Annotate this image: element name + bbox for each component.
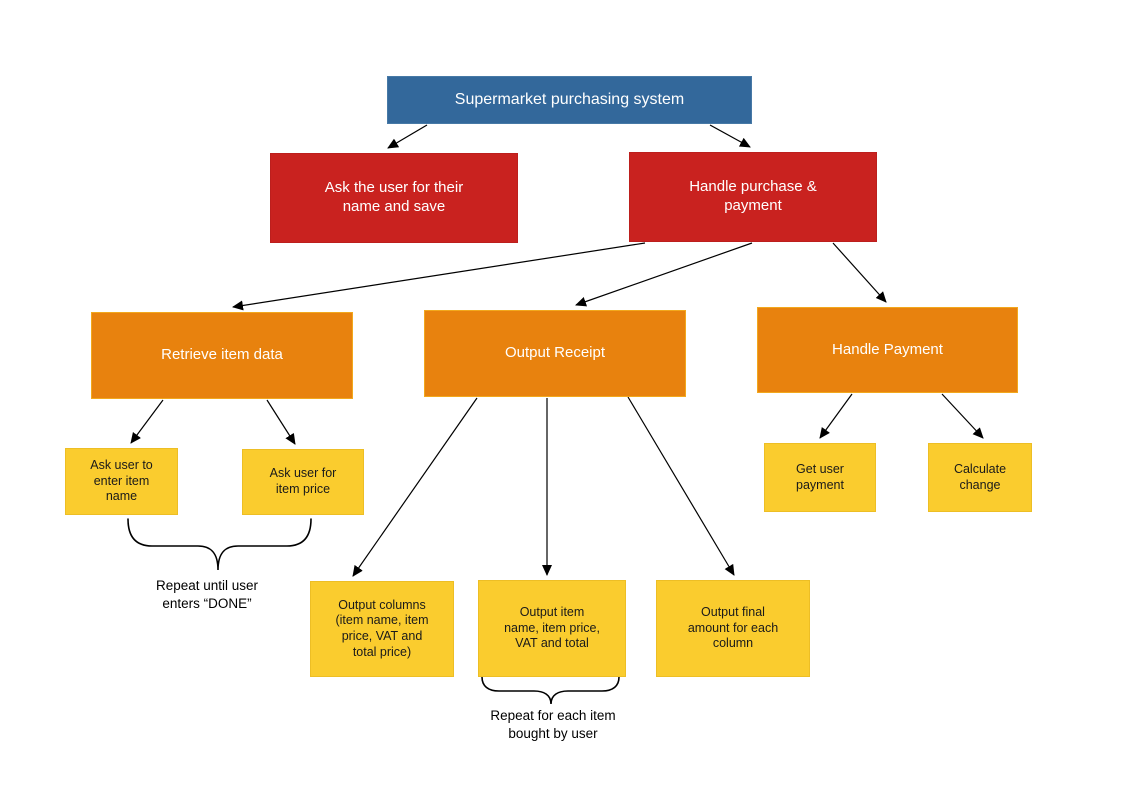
node-get-user-payment[interactable]: Get user payment bbox=[764, 443, 876, 512]
node-label: Get user payment bbox=[796, 461, 844, 492]
arrow-receipt-to-final bbox=[627, 396, 735, 576]
node-label: Output Receipt bbox=[504, 344, 606, 362]
arrow-payment-to-get bbox=[819, 393, 853, 439]
node-label: Ask user to enter item name bbox=[90, 458, 153, 504]
node-label: Output final amount for each column bbox=[687, 605, 779, 651]
node-output-receipt[interactable]: Output Receipt bbox=[424, 310, 686, 397]
node-handle-payment[interactable]: Handle Payment bbox=[757, 307, 1018, 393]
node-label: Calculate change bbox=[953, 461, 1007, 492]
node-handle-purchase-payment[interactable]: Handle purchase & payment bbox=[629, 152, 877, 242]
node-label: Handle Payment bbox=[832, 340, 943, 358]
node-ask-user-name[interactable]: Ask the user for their name and save bbox=[270, 153, 518, 243]
arrow-receipt-to-columns bbox=[352, 397, 478, 577]
annotation-repeat-until-done: Repeat until user enters “DONE” bbox=[155, 578, 259, 611]
node-output-columns[interactable]: Output columns (item name, item price, V… bbox=[310, 581, 454, 677]
node-label: Output item name, item price, VAT and to… bbox=[504, 605, 600, 651]
node-ask-item-price[interactable]: Ask user for item price bbox=[242, 449, 364, 515]
brace-repeat-done bbox=[127, 518, 312, 571]
arrow-root-to-ask-name bbox=[387, 124, 428, 149]
arrow-retrieve-to-item-price bbox=[266, 399, 296, 445]
arrow-purchase-to-receipt bbox=[575, 242, 753, 307]
node-label: Handle purchase & payment bbox=[689, 178, 817, 214]
node-supermarket-purchasing-system[interactable]: Supermarket purchasing system bbox=[387, 76, 752, 124]
node-retrieve-item-data[interactable]: Retrieve item data bbox=[91, 312, 353, 399]
node-calculate-change[interactable]: Calculate change bbox=[928, 443, 1032, 512]
arrow-root-to-handle-purchase bbox=[709, 124, 751, 148]
node-label: Ask user for item price bbox=[269, 466, 337, 496]
annotation-repeat-each-item: Repeat for each item bought by user bbox=[490, 708, 616, 741]
arrow-retrieve-to-item-name bbox=[130, 399, 164, 444]
node-ask-item-name[interactable]: Ask user to enter item name bbox=[65, 448, 178, 515]
node-label: Ask the user for their name and save bbox=[324, 179, 464, 215]
node-label: Output columns (item name, item price, V… bbox=[335, 597, 429, 659]
node-label: Retrieve item data bbox=[161, 346, 283, 364]
node-output-item[interactable]: Output item name, item price, VAT and to… bbox=[478, 580, 626, 677]
node-label: Supermarket purchasing system bbox=[454, 91, 685, 108]
arrow-purchase-to-retrieve bbox=[232, 242, 646, 311]
arrow-purchase-to-payment bbox=[832, 242, 887, 303]
brace-repeat-items bbox=[481, 676, 620, 705]
arrow-payment-to-change bbox=[941, 393, 984, 439]
node-output-final-amount[interactable]: Output final amount for each column bbox=[656, 580, 810, 677]
